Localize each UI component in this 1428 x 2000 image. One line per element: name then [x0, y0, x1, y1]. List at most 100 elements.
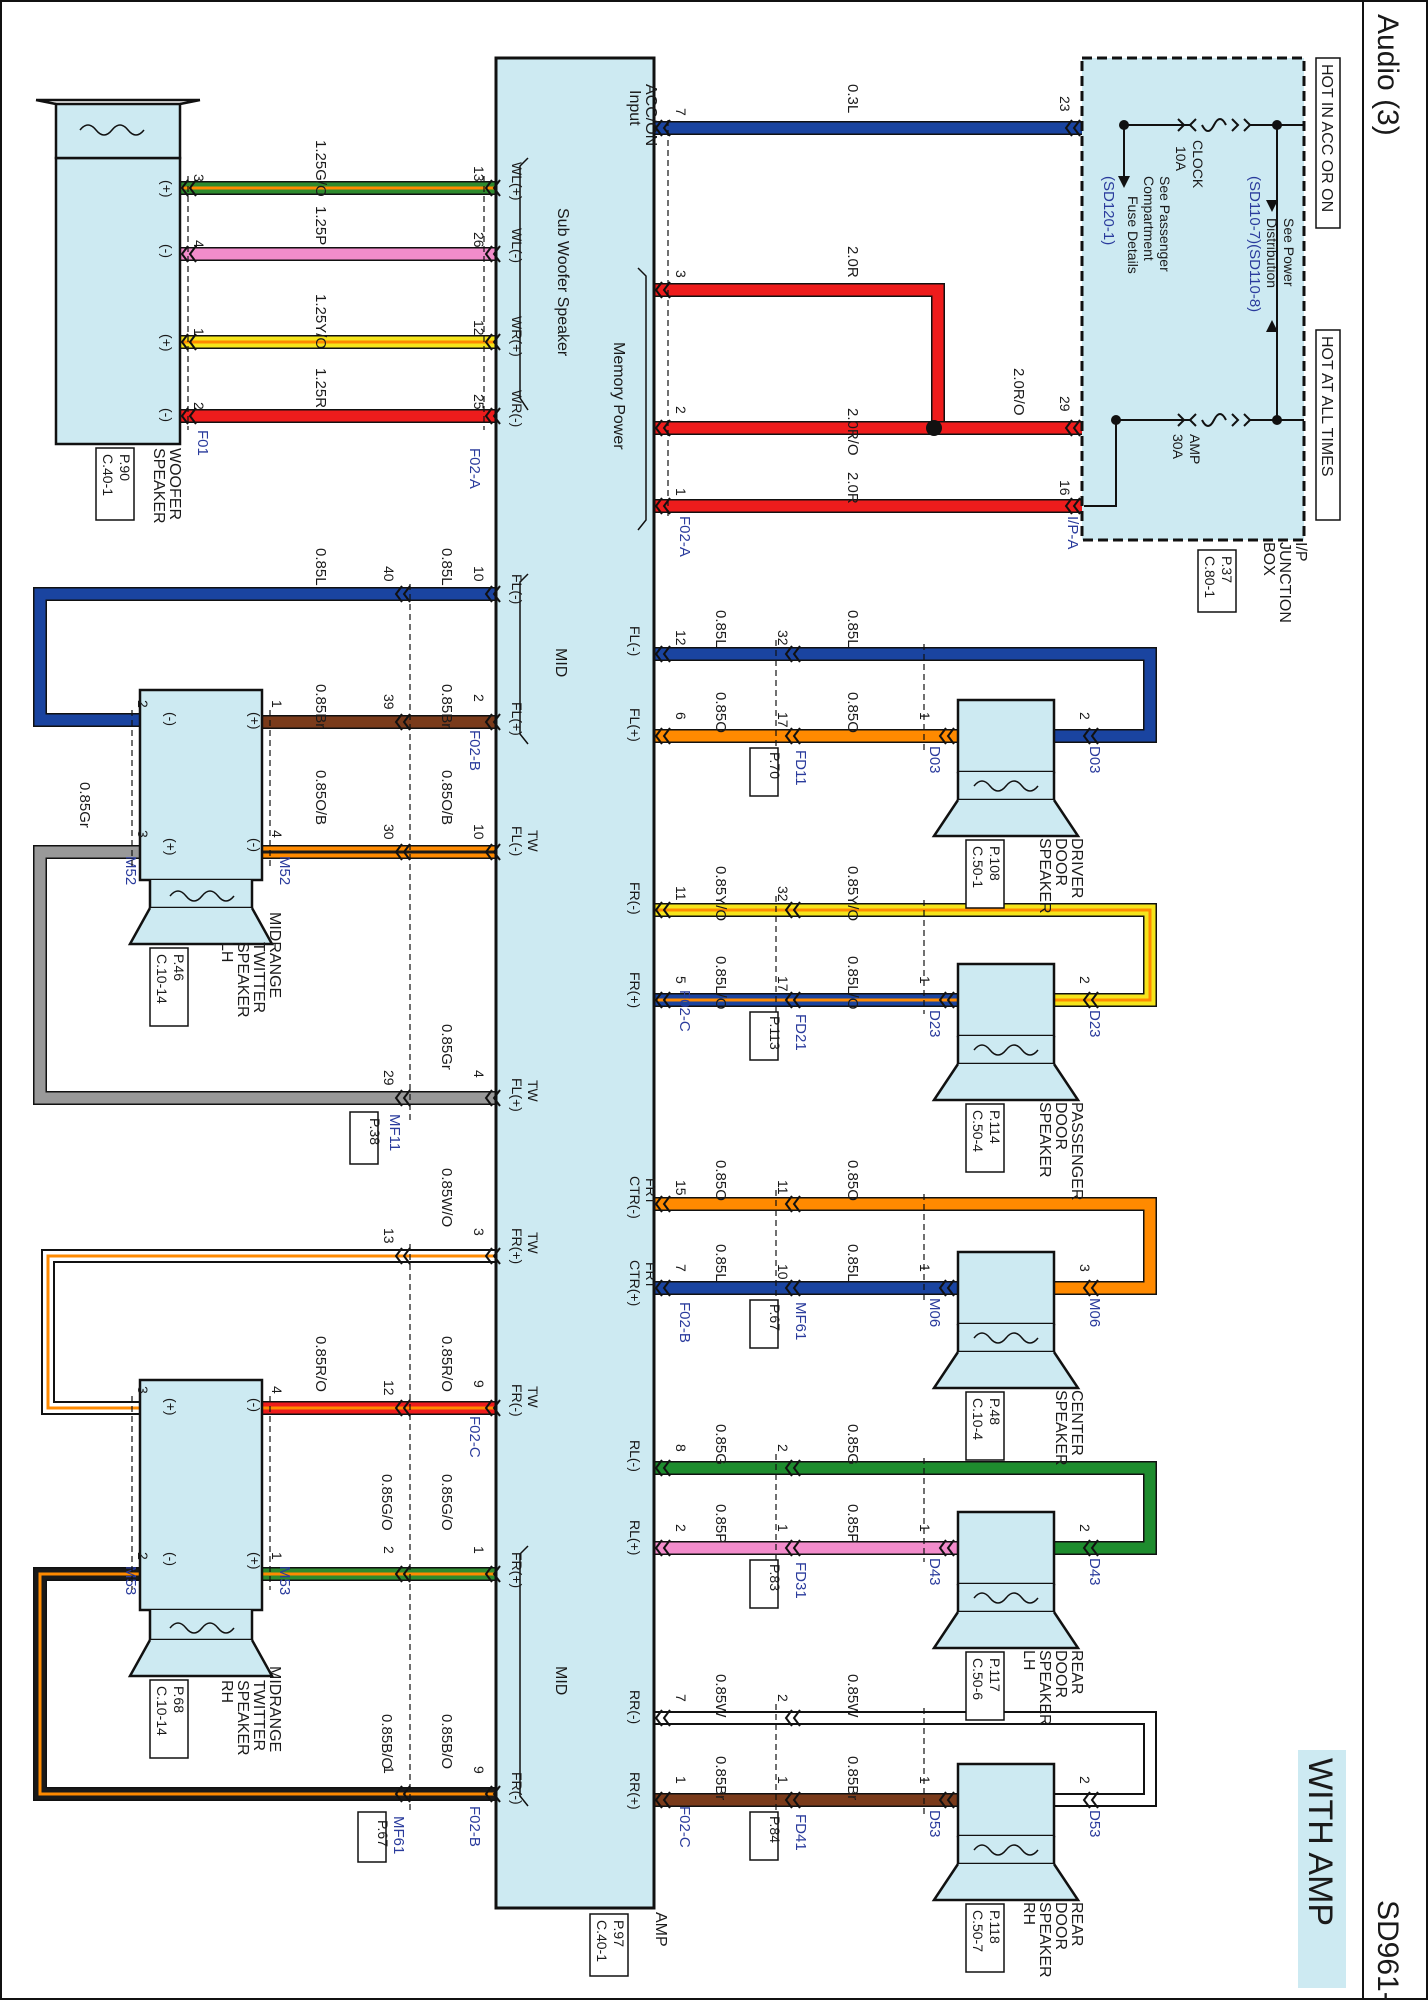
woofer-term-2: (-)	[159, 244, 175, 258]
amp-pin-spk-p-1: 5	[673, 976, 689, 984]
chevron-inline-l-1	[394, 713, 411, 731]
spk-ref-0-1: C.50-1	[970, 846, 986, 888]
spk-pin-3-1: 2	[1077, 1524, 1093, 1532]
amp-term-spk-p-2: CTR(+)	[627, 1260, 643, 1306]
amp-term-tw2: TW	[525, 1080, 541, 1103]
spk-cone-3	[931, 1611, 1081, 1650]
wire-spec-flp-in: 0.85Br	[438, 684, 455, 728]
amp-term-twfrp: FR(+)	[509, 1228, 525, 1264]
ip-box-name-2: JUNCTION	[1276, 542, 1293, 623]
ip-box-connector: I/P-A	[1064, 516, 1081, 549]
woofer-term-4: (-)	[159, 408, 175, 422]
mf11-label: MF11	[386, 1114, 403, 1151]
wire-spec-spk-m-in-3: 0.85G	[712, 1424, 729, 1465]
inline-spk-pin-p-0: 17	[775, 712, 791, 728]
chevron-spk-r-2	[1082, 1279, 1099, 1297]
spk-ref-box-2	[965, 1391, 1005, 1461]
page-code: SD961-3	[1371, 1900, 1404, 2000]
chevron-inline-l-0	[394, 585, 411, 603]
amp-memory-label: Memory Power	[610, 342, 627, 450]
wire-spec-twflp: 0.85Gr	[438, 1024, 455, 1070]
spk-cone-0	[931, 799, 1081, 838]
mid-rh-term-1: (+)	[163, 1398, 179, 1416]
inline-spk-ref-4: P.84	[767, 1816, 783, 1843]
chevron-amp-spk-p-1	[654, 991, 671, 1009]
inline-spk-ref-box-3	[749, 1559, 779, 1609]
amp-term-twfrm: FR(-)	[509, 1384, 525, 1417]
woofer-pin-2: 1	[191, 328, 207, 336]
spk-name-0-1: DOOR	[1052, 838, 1069, 886]
wire-spec-spk-p-in-2: 0.85L	[712, 1244, 729, 1282]
inline-r-pin-0: 13	[381, 1228, 397, 1244]
wire-spec-spk-p-out-0: 0.85O	[844, 692, 861, 733]
chevron-woofer-0	[180, 179, 197, 197]
spk-conn-l-1: D23	[926, 1010, 943, 1038]
chevron-amp-spk-m-0	[654, 645, 671, 663]
see-power-3: (SD110-7)(SD110-8)	[1246, 176, 1263, 312]
spk-name-1-0: PASSENGER	[1068, 1102, 1085, 1200]
chevron-amp-spk-m-4	[654, 1709, 671, 1727]
spk-body-3	[956, 1510, 1056, 1586]
inline-spk-pin-m-3: 2	[775, 1444, 791, 1452]
hot-all-label: HOT AT ALL TIMES	[1318, 336, 1335, 477]
wire-layer	[33, 121, 1157, 1807]
inline-spk-pin-p-1: 17	[775, 976, 791, 992]
chevron-inline-spk-p-4	[784, 1791, 801, 1809]
chevron-amp-r1	[484, 1399, 501, 1417]
amp-term-tw4: TW	[525, 1386, 541, 1409]
mid-rh-pin-1: 4	[269, 1386, 285, 1394]
inline-spk-pin-m-1: 32	[775, 886, 791, 902]
chevron-amp-r3	[484, 1785, 501, 1803]
wire-spec-woofer-2: 1.25Y/O	[312, 294, 329, 349]
amp-pin-spk-m-0: 12	[673, 630, 689, 646]
see-pass-2: Compartment	[1141, 176, 1157, 261]
amp-conn-f02b-1: F02-B	[466, 730, 483, 771]
wire-spec-twfrm-out: 0.85R/O	[312, 1336, 329, 1392]
spk-body-0	[956, 698, 1056, 774]
spk-name-2-0: CENTER	[1068, 1390, 1085, 1456]
inline-l-pin-2: 30	[381, 824, 397, 840]
inline-l-pin-1: 39	[381, 694, 397, 710]
woofer-speaker: WOOFER SPEAKER P.90 C.40-1 F01 (+) (-) (…	[35, 98, 211, 524]
amp-pin-1: 1	[673, 488, 689, 496]
wire-spec-spk-p-out-1: 0.85L/O	[844, 956, 861, 1009]
chevron-inline-r-1	[394, 1399, 411, 1417]
spk-ref-3-1: C.50-6	[970, 1658, 986, 1700]
spk-pin-2-1: 3	[1077, 1264, 1093, 1272]
spk-pin-2-0: 1	[917, 1264, 933, 1272]
spk-cone-2	[931, 1351, 1081, 1390]
mf61-left-label: MF61	[390, 1816, 407, 1854]
wire-spec-frm-out: 0.85B/O	[378, 1714, 395, 1769]
see-pass-3: Fuse Details	[1125, 196, 1141, 274]
amp-pin-w3: 25	[471, 394, 487, 410]
amp-pin-r3: 9	[471, 1766, 487, 1774]
spk-ref-1-1: C.50-4	[970, 1110, 986, 1152]
amp-term-flp: FL(+)	[509, 702, 525, 736]
woofer-pin-1: 4	[191, 240, 207, 248]
wire-spk-m-1-stripe	[654, 908, 1152, 1002]
spk-pin-4-0: 1	[917, 1776, 933, 1784]
mid-rh-term-2: (-)	[247, 1398, 263, 1412]
amp-pin-spk-m-4: 7	[673, 1694, 689, 1702]
chevron-inline-spk-m-2	[784, 1195, 801, 1213]
chevron-inline-r-3	[394, 1785, 411, 1803]
chevron-woofer-amp-3	[484, 407, 501, 425]
spk-name-1-1: DOOR	[1052, 1102, 1069, 1150]
spk-ref-0-0: P.108	[987, 846, 1003, 881]
mid-lh-term-1: (-)	[163, 712, 179, 726]
amp-pin-w0: 13	[471, 166, 487, 182]
mid-rh-ref-1: P.68	[171, 1686, 187, 1713]
ip-box-ref-1: P.37	[1219, 556, 1235, 583]
see-power-1: See Power	[1281, 218, 1297, 287]
wire-spec-spk-m-in-0: 0.85L	[712, 610, 729, 648]
amp-ref-2: C.40-1	[594, 1920, 610, 1962]
wire-spec-spk-p-out-4: 0.85Br	[844, 1756, 861, 1800]
mid-rh-conn-2: M53	[122, 1566, 139, 1595]
ip-box-ref-2: C.80-1	[1202, 556, 1218, 598]
wire-spec-spk-m-out-0: 0.85L	[844, 610, 861, 648]
woofer-connector: F01	[194, 430, 211, 456]
amp-fuse-rating: 30A	[1170, 434, 1186, 460]
spk-name-2-1: SPEAKER	[1052, 1390, 1069, 1466]
chevron-woofer-amp-1	[484, 245, 501, 263]
spk-name-3-2: SPEAKER	[1036, 1650, 1053, 1726]
